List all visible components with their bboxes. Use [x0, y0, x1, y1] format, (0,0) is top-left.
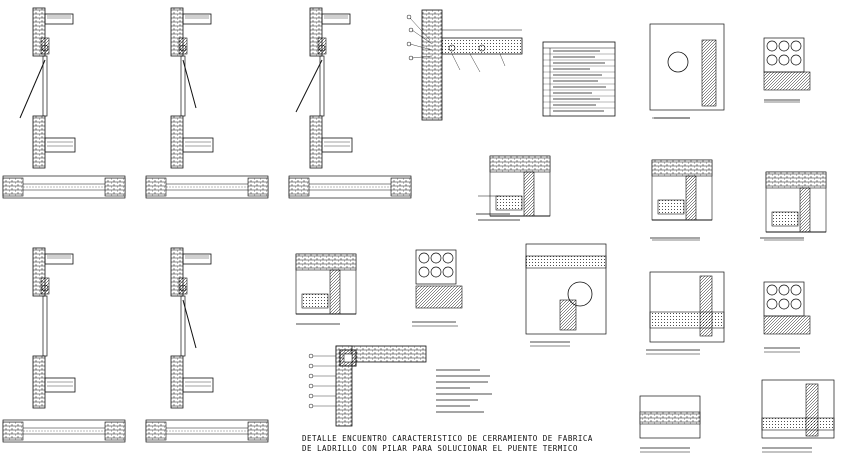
notes-legend: [436, 369, 492, 413]
window-section-4: [32, 247, 76, 409]
detail-top-right-1: [649, 23, 725, 119]
plan-strip-4: [2, 419, 126, 443]
small-detail-titles: [412, 101, 812, 453]
plan-strip-2: [145, 175, 269, 199]
detail-threshold-1: [476, 155, 551, 217]
window-section-5: [170, 247, 214, 409]
plan-strip-3: [288, 175, 412, 199]
main-caption: DETALLE ENCUENTRO CARACTERISTICO DE CERR…: [302, 434, 593, 454]
window-section-1: [19, 7, 76, 169]
detail-mid-right-1: [650, 159, 713, 239]
window-section-3: [295, 7, 353, 169]
detail-bottom-right-2: [761, 379, 835, 449]
detail-center-2: [412, 249, 463, 323]
detail-lower-right-1: [646, 271, 725, 351]
detail-top-right-2: [763, 37, 811, 101]
plan-strip-1: [2, 175, 126, 199]
legend-table: [542, 41, 616, 117]
detail-center-1: [295, 253, 357, 325]
plan-strip-5: [145, 419, 269, 443]
detail-lower-right-2: [763, 281, 811, 349]
main-caption-line-2: DE LADRILLO CON PILAR PARA SOLUCIONAR EL…: [302, 444, 578, 453]
detail-bottom-right-1: [639, 395, 701, 449]
main-caption-line-1: DETALLE ENCUENTRO CARACTERISTICO DE CERR…: [302, 434, 593, 443]
window-section-2: [170, 7, 214, 169]
corner-pillar-detail: [308, 345, 427, 427]
detail-mid-right-2: [760, 171, 827, 239]
wall-section-detail: [406, 9, 523, 121]
detail-center-3: [525, 243, 607, 343]
